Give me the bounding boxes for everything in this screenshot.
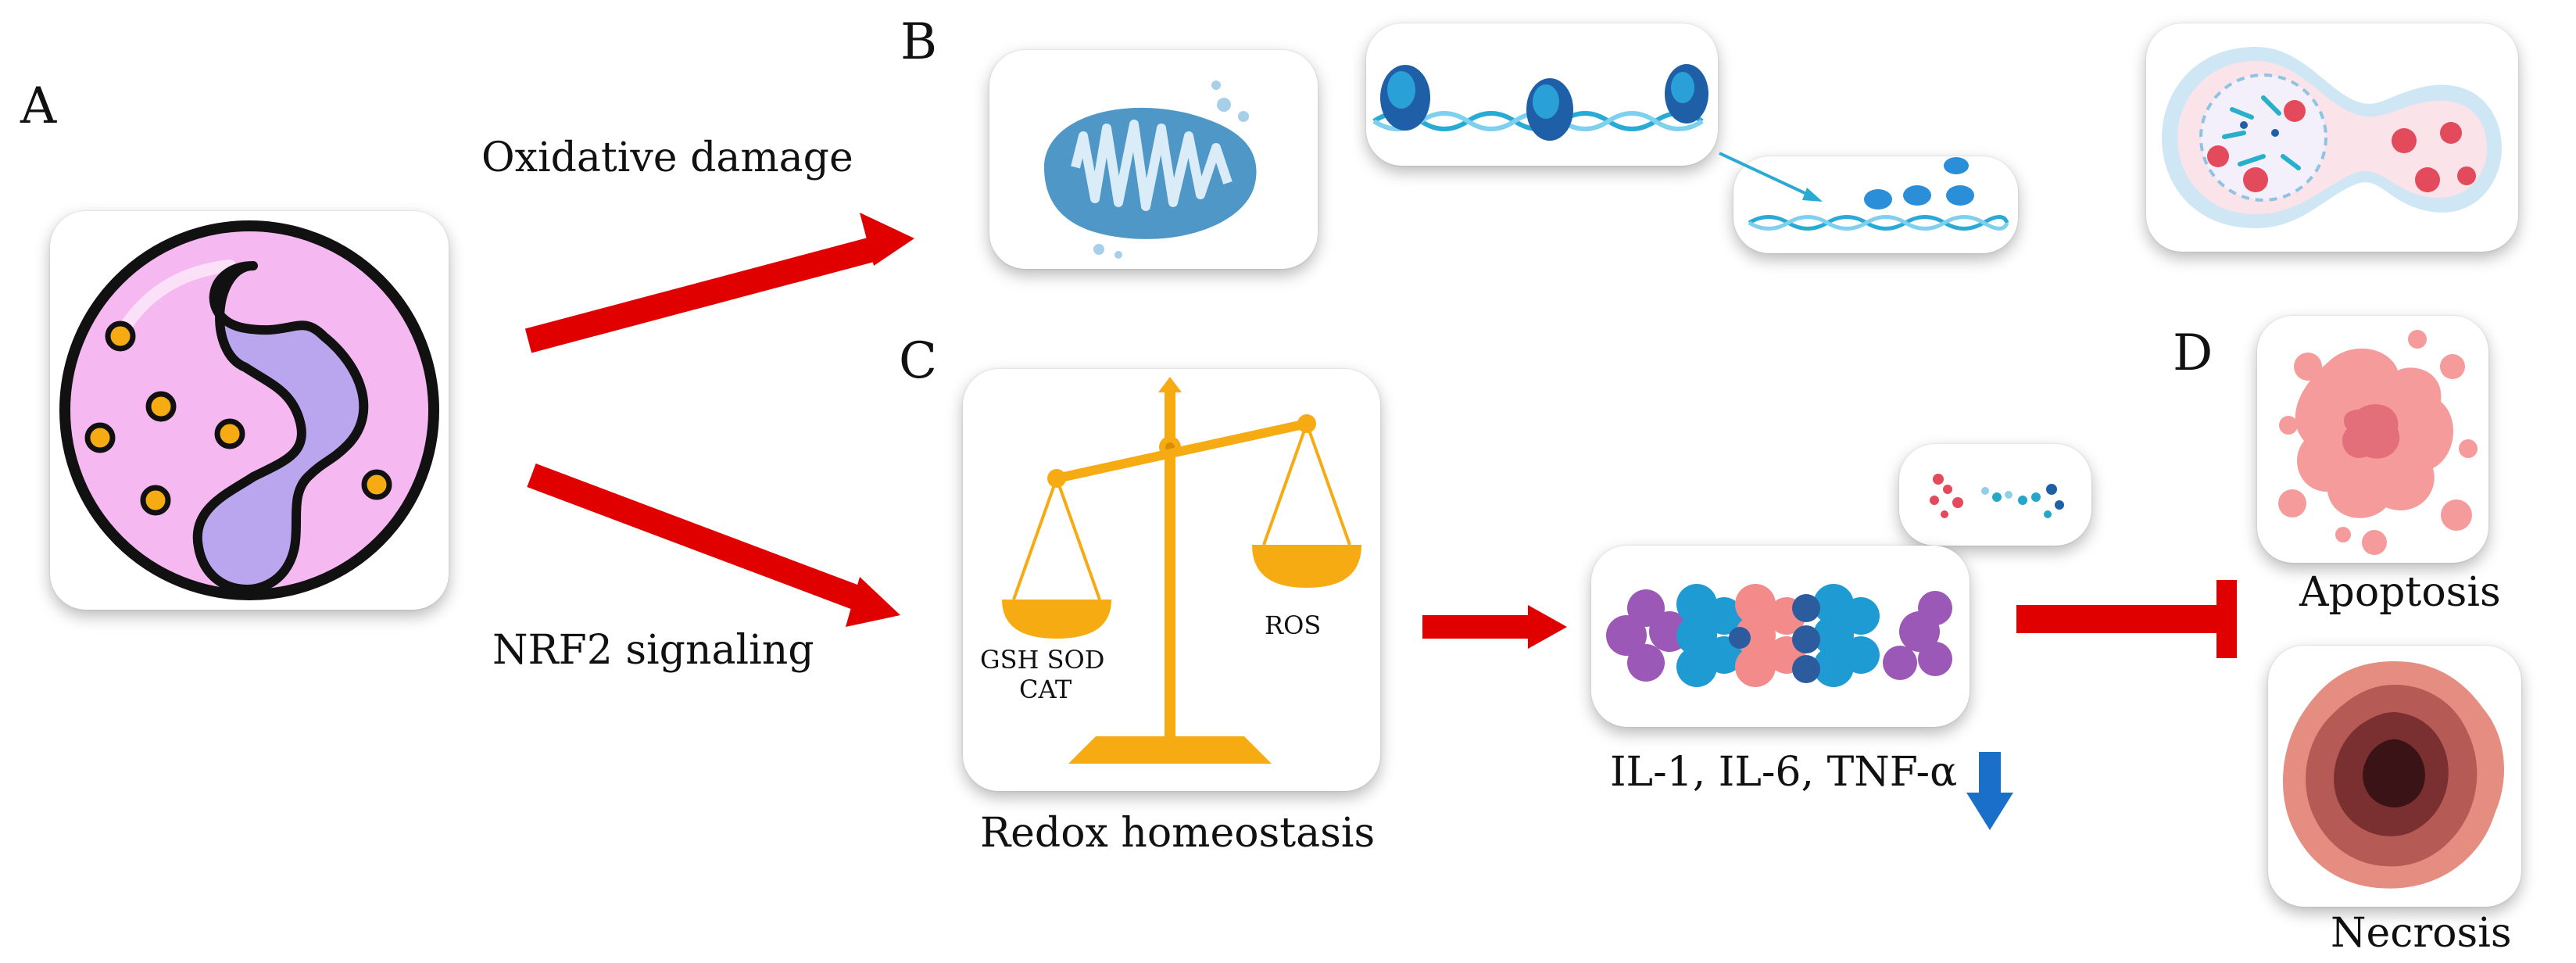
arrow-redox-to-cytokines [1422,605,1567,649]
label-oxidative-damage: Oxidative damage [481,134,853,181]
panel-letter-c: C [899,332,937,390]
dna-protein-card [1366,23,1718,166]
cytokine-card [1899,444,2091,546]
label-cytokines: IL-1, IL-6, TNF-α [1610,749,1958,796]
arrow-nrf2-signaling [527,464,900,627]
panel-letter-d: D [2173,324,2213,382]
label-redox-homeostasis: Redox homeostasis [980,810,1376,857]
down-arrow-icon [1966,752,2013,830]
cytokine-molecules-icon [1930,474,2064,518]
balance-scale-card: GSH SOD CAT ROS [963,369,1380,791]
necrosis-card [2268,646,2521,907]
label-apoptosis: Apoptosis [2299,569,2501,616]
label-nrf2-signaling: NRF2 signaling [492,627,814,674]
label-necrosis: Necrosis [2331,910,2512,957]
balance-scale-icon [1002,377,1361,764]
neutrophil-cell-icon [59,220,439,600]
cell-division-card [2146,23,2518,252]
inhibition-arrow [2016,580,2237,658]
panel-letter-b: B [900,13,938,71]
panel-letter-a: A [20,77,57,135]
neutrophil-card [50,211,449,610]
dna-damage-icon [1372,64,1708,141]
broken-dna-card [1733,156,2018,253]
mitochondrion-icon [1044,81,1257,259]
apoptotic-cell-icon [2278,330,2478,555]
arrow-oxidative-damage [524,213,914,353]
mitochondrion-card [989,50,1318,269]
scale-left-pan-label-2: CAT [1019,675,1072,704]
protein-complex-icon [1606,584,1952,687]
cell-division-icon [2162,47,2502,228]
arrow-dna-to-broken [1719,152,1823,202]
protein-complex-card [1591,546,1970,727]
broken-dna-icon [1748,157,2009,231]
necrotic-cell-icon [2282,661,2504,889]
apoptosis-card [2257,316,2488,563]
scale-left-pan-label: GSH SOD [980,645,1105,675]
scale-right-pan-label: ROS [1265,610,1322,640]
